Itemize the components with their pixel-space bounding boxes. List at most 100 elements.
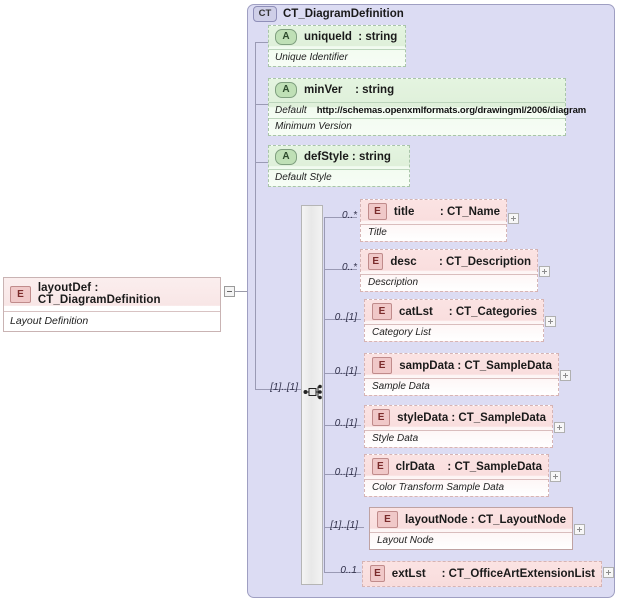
element-name-catlst: catLst : CT_Categories [398, 305, 537, 318]
cardinality-clrdata: 0..[1] [334, 467, 357, 478]
root-element-name: layoutDef : CT_DiagramDefinition [37, 282, 161, 306]
branch-line-catlst [324, 319, 361, 320]
attribute-box-minver[interactable]: A minVer : string Default http://schemas… [268, 78, 586, 136]
tree-branch-minver [255, 104, 269, 105]
expand-button-title[interactable] [508, 213, 519, 224]
element-title-row-extlst: E extLst : CT_OfficeArtExtensionList [363, 562, 601, 586]
element-title-row-styledata: E styleData : CT_SampleData [365, 406, 552, 430]
tree-branch-sequence [255, 389, 301, 390]
element-box-sampdata[interactable]: E sampData : CT_SampleData Sample Data [364, 353, 559, 396]
element-title-row-layoutnode: E layoutNode : CT_LayoutNode [370, 508, 572, 532]
element-box-layoutnode[interactable]: E layoutNode : CT_LayoutNode Layout Node [369, 507, 573, 550]
sequence-cardinality: [1]..[1] [270, 382, 298, 393]
attribute-badge-icon: A [275, 149, 297, 165]
element-box-extlst[interactable]: E extLst : CT_OfficeArtExtensionList [362, 561, 602, 587]
expand-button-layoutnode[interactable] [574, 524, 585, 535]
attribute-badge-icon: A [275, 82, 297, 98]
attribute-default-label: Default [275, 105, 307, 116]
attribute-title-row-uniqueid: A uniqueId : string [269, 26, 405, 49]
cardinality-catlst: 0..[1] [334, 312, 357, 323]
expand-button-sampdata[interactable] [560, 370, 571, 381]
expand-button-extlst[interactable] [603, 567, 614, 578]
element-title-row-desc: E desc : CT_Description [361, 250, 537, 274]
element-name-title: title : CT_Name [393, 205, 500, 218]
element-name-layoutnode: layoutNode : CT_LayoutNode [404, 513, 566, 526]
element-box-clrdata[interactable]: E clrData : CT_SampleData Color Transfor… [364, 454, 549, 497]
element-badge-icon: E [372, 303, 392, 320]
root-connector-line [235, 291, 251, 292]
attribute-annotation-defstyle: Default Style [269, 169, 409, 186]
element-annotation-layoutnode: Layout Node [370, 532, 572, 549]
root-element-box[interactable]: E layoutDef : CT_DiagramDefinition Layou… [3, 277, 221, 332]
attribute-box-defstyle[interactable]: A defStyle : string Default Style [268, 145, 410, 187]
minus-icon [227, 291, 232, 292]
element-annotation-desc: Description [361, 274, 537, 291]
element-annotation-catlst: Category List [365, 324, 543, 341]
cardinality-sampdata: 0..[1] [334, 366, 357, 377]
attribute-title-row-defstyle: A defStyle : string [269, 146, 409, 169]
element-badge-icon: E [368, 203, 387, 220]
element-badge-icon: E [368, 253, 384, 270]
cardinality-styledata: 0..[1] [334, 418, 357, 429]
cardinality-extlst: 0..1 [340, 565, 357, 576]
element-annotation-clrdata: Color Transform Sample Data [365, 479, 548, 496]
sequence-icon [303, 384, 322, 400]
tree-spine-line [255, 42, 256, 389]
branch-line-desc [324, 269, 357, 270]
branch-line-layoutnode [324, 527, 364, 528]
element-annotation-title: Title [361, 224, 506, 241]
element-badge-icon: E [372, 357, 393, 374]
branch-line-sampdata [324, 373, 361, 374]
attribute-annotation-uniqueid: Unique Identifier [269, 49, 405, 66]
attribute-default-row-minver: Default http://schemas.openxmlformats.or… [269, 102, 586, 118]
branch-line-styledata [324, 425, 361, 426]
element-name-sampdata: sampData : CT_SampleData [399, 359, 552, 372]
element-title-row-sampdata: E sampData : CT_SampleData [365, 354, 558, 378]
element-name-clrdata: clrData : CT_SampleData [395, 460, 542, 473]
attribute-name-uniqueid: uniqueId : string [304, 31, 398, 43]
cardinality-title: 0..* [341, 210, 357, 221]
element-badge-icon: E [10, 285, 31, 303]
branch-line-extlst [324, 572, 361, 573]
attribute-title-row-minver: A minVer : string [269, 79, 565, 102]
complextype-badge-icon: CT [253, 6, 277, 22]
attribute-name-minver: minVer : string [304, 84, 395, 96]
element-annotation-sampdata: Sample Data [365, 378, 558, 395]
element-name-extlst: extLst : CT_OfficeArtExtensionList [391, 567, 595, 580]
complextype-title: CT_DiagramDefinition [283, 8, 404, 20]
attribute-name-defstyle: defStyle : string [304, 151, 391, 163]
tree-branch-defstyle [255, 162, 269, 163]
element-name-styledata: styleData : CT_SampleData [397, 411, 546, 424]
attribute-annotation-minver: Minimum Version [269, 118, 565, 135]
root-element-annotation: Layout Definition [4, 311, 220, 331]
element-box-catlst[interactable]: E catLst : CT_Categories Category List [364, 299, 544, 342]
element-badge-icon: E [372, 458, 389, 475]
branch-line-clrdata [324, 474, 361, 475]
element-box-desc[interactable]: E desc : CT_Description Description [360, 249, 538, 292]
complextype-header: CT CT_DiagramDefinition [253, 6, 404, 22]
element-badge-icon: E [372, 409, 391, 426]
element-title-row-catlst: E catLst : CT_Categories [365, 300, 543, 324]
element-annotation-styledata: Style Data [365, 430, 552, 447]
root-element-title-row: E layoutDef : CT_DiagramDefinition [4, 278, 220, 311]
expand-button-desc[interactable] [539, 266, 550, 277]
sequence-spine-line [324, 217, 325, 572]
element-box-styledata[interactable]: E styleData : CT_SampleData Style Data [364, 405, 553, 448]
attribute-badge-icon: A [275, 29, 297, 45]
tree-branch-uniqueid [255, 42, 269, 43]
element-box-title[interactable]: E title : CT_Name Title [360, 199, 507, 242]
element-name-desc: desc : CT_Description [390, 255, 531, 268]
cardinality-desc: 0..* [341, 262, 357, 273]
element-badge-icon: E [377, 511, 398, 528]
element-title-row-title: E title : CT_Name [361, 200, 506, 224]
element-title-row-clrdata: E clrData : CT_SampleData [365, 455, 548, 479]
expand-button-catlst[interactable] [545, 316, 556, 327]
expand-button-clrdata[interactable] [550, 471, 561, 482]
element-badge-icon: E [370, 565, 385, 582]
attribute-box-uniqueid[interactable]: A uniqueId : string Unique Identifier [268, 25, 406, 67]
expand-button-styledata[interactable] [554, 422, 565, 433]
cardinality-layoutnode: [1]..[1] [330, 520, 358, 531]
root-collapse-toggle[interactable] [224, 286, 235, 297]
attribute-default-value: http://schemas.openxmlformats.org/drawin… [316, 105, 587, 116]
branch-line-title [324, 217, 357, 218]
